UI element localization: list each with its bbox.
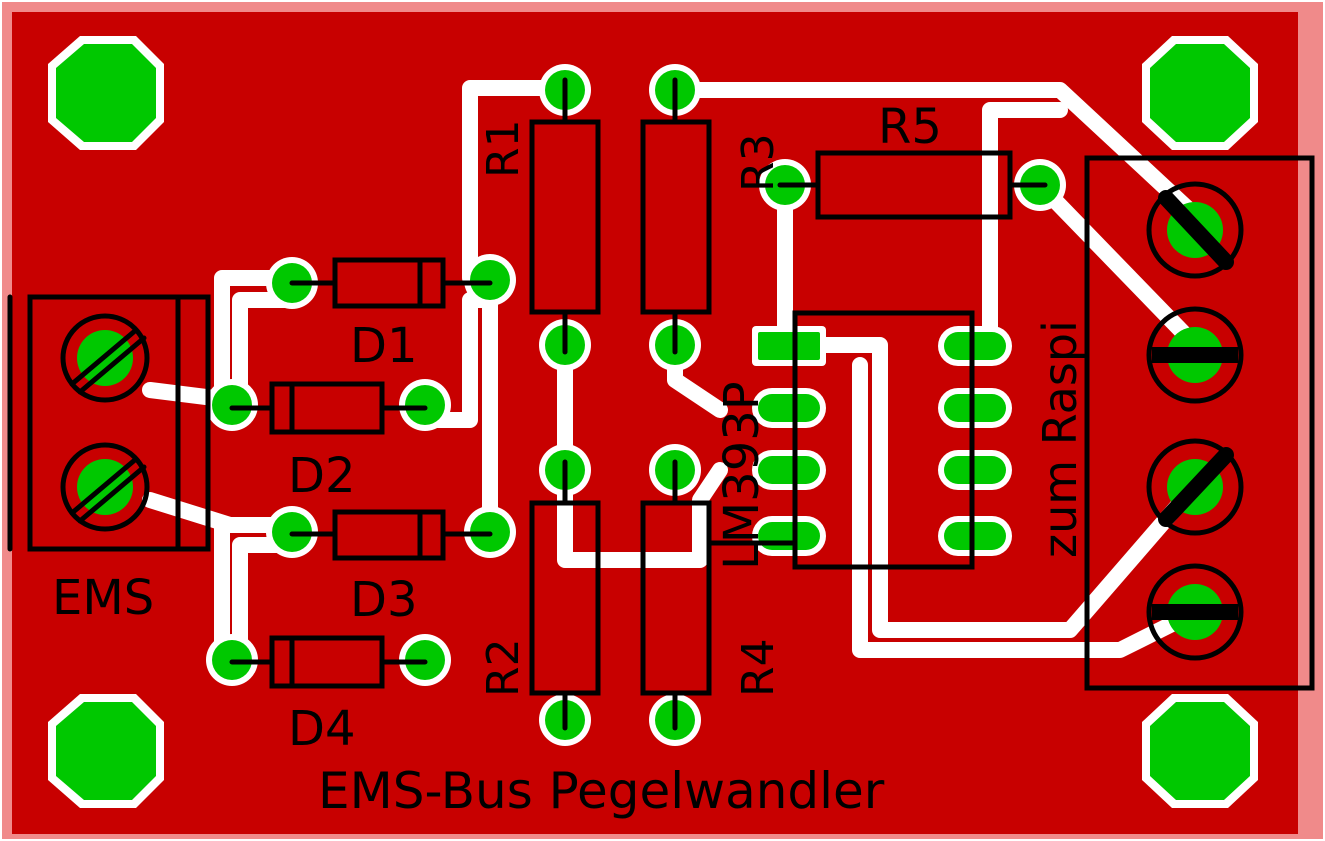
pad-d1-k — [470, 260, 510, 300]
ic-lm393p — [706, 310, 975, 570]
label-ic: LM393P — [714, 381, 770, 570]
label-d4: D4 — [288, 701, 356, 757]
pad-ic-8 — [944, 332, 1006, 360]
pad-ic-6 — [944, 456, 1006, 484]
pad-ic-3 — [758, 456, 820, 484]
mounting-hole-bottom-right-pad — [1150, 702, 1250, 800]
label-ems: EMS — [52, 570, 154, 626]
resistor-r5 — [777, 150, 1048, 220]
diode-d2 — [229, 381, 428, 435]
mounting-holes — [48, 36, 1258, 808]
label-r5: R5 — [878, 99, 942, 155]
labels: D1 D2 D3 D4 R5 R1 R3 R2 R4 LM393P EMS zu… — [52, 99, 1087, 820]
diode-d4 — [229, 635, 428, 689]
resistor-r3 — [640, 77, 712, 355]
connector-ems — [7, 294, 211, 552]
label-d2: D2 — [288, 448, 356, 504]
pad-ic-5 — [944, 522, 1006, 550]
label-r3: R3 — [733, 133, 784, 192]
pad-ic-1 — [758, 332, 820, 360]
label-r4: R4 — [733, 638, 784, 697]
pad-d2-a — [212, 385, 252, 425]
diode-d1 — [289, 257, 493, 309]
pad-d2-k — [405, 385, 445, 425]
connector-raspi — [1084, 155, 1315, 691]
resistor-r2 — [529, 459, 601, 731]
resistor-r1 — [529, 77, 601, 355]
pad-ic-2 — [758, 394, 820, 422]
label-d1: D1 — [350, 318, 418, 374]
label-r2: R2 — [478, 638, 529, 697]
pad-ic-7 — [944, 394, 1006, 422]
mounting-hole-top-left-pad — [56, 44, 156, 142]
label-d3: D3 — [350, 572, 418, 628]
silkscreen — [7, 77, 1315, 731]
resistor-r4 — [640, 459, 712, 731]
mounting-hole-bottom-left-pad — [56, 702, 156, 800]
label-r1: R1 — [478, 119, 529, 178]
label-raspi: zum Raspi — [1033, 320, 1087, 558]
board-title: EMS-Bus Pegelwandler — [318, 762, 885, 820]
diode-d3 — [289, 509, 493, 561]
mounting-hole-top-right-pad — [1150, 44, 1250, 142]
